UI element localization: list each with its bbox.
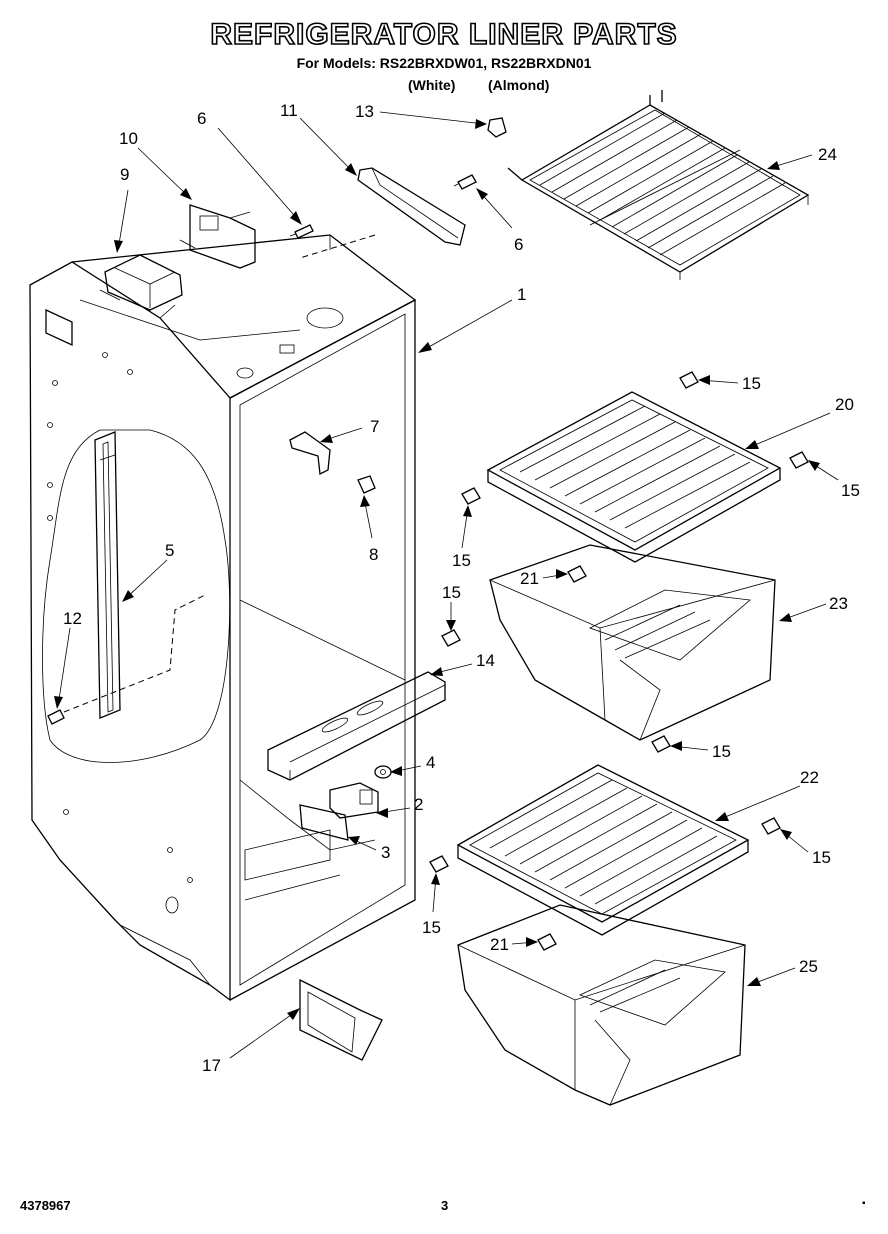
support-bracket [329,782,379,819]
crisper-cover-lower [456,764,750,936]
drawer-fasteners [537,565,587,951]
variant-almond: (Almond) [488,77,550,93]
callout-6a: 6 [197,109,206,128]
screw-8 [357,475,376,494]
variant-white: (White) [408,77,456,93]
callout-21a: 21 [520,569,539,588]
callout-15c: 15 [452,551,471,570]
document-number: 4378967 [20,1198,71,1213]
liner-cabinet [29,234,417,1002]
clip [487,117,507,138]
crisper-drawer-upper [489,544,776,741]
callout-10: 10 [119,129,138,148]
callout-15g: 15 [422,918,441,937]
callout-3: 3 [381,843,390,862]
mounting-bracket [179,204,256,269]
callout-20: 20 [835,395,854,414]
callout-23: 23 [829,594,848,613]
model-numbers: For Models: RS22BRXDW01, RS22BRXDN01 [296,55,592,71]
leader-lines [54,111,839,1059]
support-plate [299,804,349,841]
callout-1: 1 [517,285,526,304]
callout-22: 22 [800,768,819,787]
crisper-cover-bracket [267,671,446,781]
control-housing [99,254,183,311]
drain-pan [299,978,383,1061]
callout-7: 7 [370,417,379,436]
callout-8: 8 [369,545,378,564]
callout-11: 11 [280,101,298,120]
crisper-drawer-lower [457,904,746,1106]
callout-9: 9 [120,165,129,184]
callout-15a: 15 [742,374,761,393]
callout-14: 14 [476,651,495,670]
callout-15d: 15 [442,583,461,602]
shelf-track [94,431,121,719]
callout-12: 12 [63,609,82,628]
callout-5: 5 [165,541,174,560]
corner-mark: ▪ [862,1198,866,1209]
screw-6b [453,174,477,190]
callout-numbers: 1 2 3 4 5 6 6 7 8 9 10 11 12 13 14 15 15… [63,101,860,1075]
callout-15b: 15 [841,481,860,500]
callout-4: 4 [426,753,435,772]
crisper-cover-upper [486,391,782,563]
callout-25: 25 [799,957,818,976]
callout-21b: 21 [490,935,509,954]
callout-6b: 6 [514,235,523,254]
callout-17: 17 [202,1056,221,1075]
callout-15f: 15 [812,848,831,867]
air-channel [299,167,466,259]
callout-24: 24 [818,145,837,164]
callout-15e: 15 [712,742,731,761]
screw-12 [47,594,206,725]
nut [374,765,392,779]
screw-6a [289,224,314,239]
shelf-pegs [429,371,809,873]
page-title: REFRIGERATOR LINER PARTS [210,17,678,52]
color-variants: (White) (Almond) [0,77,888,97]
callout-2: 2 [414,795,423,814]
callout-13: 13 [355,102,374,121]
page-number: 3 [441,1198,449,1213]
shelf-bracket [289,431,331,475]
wire-shelf [507,90,810,280]
